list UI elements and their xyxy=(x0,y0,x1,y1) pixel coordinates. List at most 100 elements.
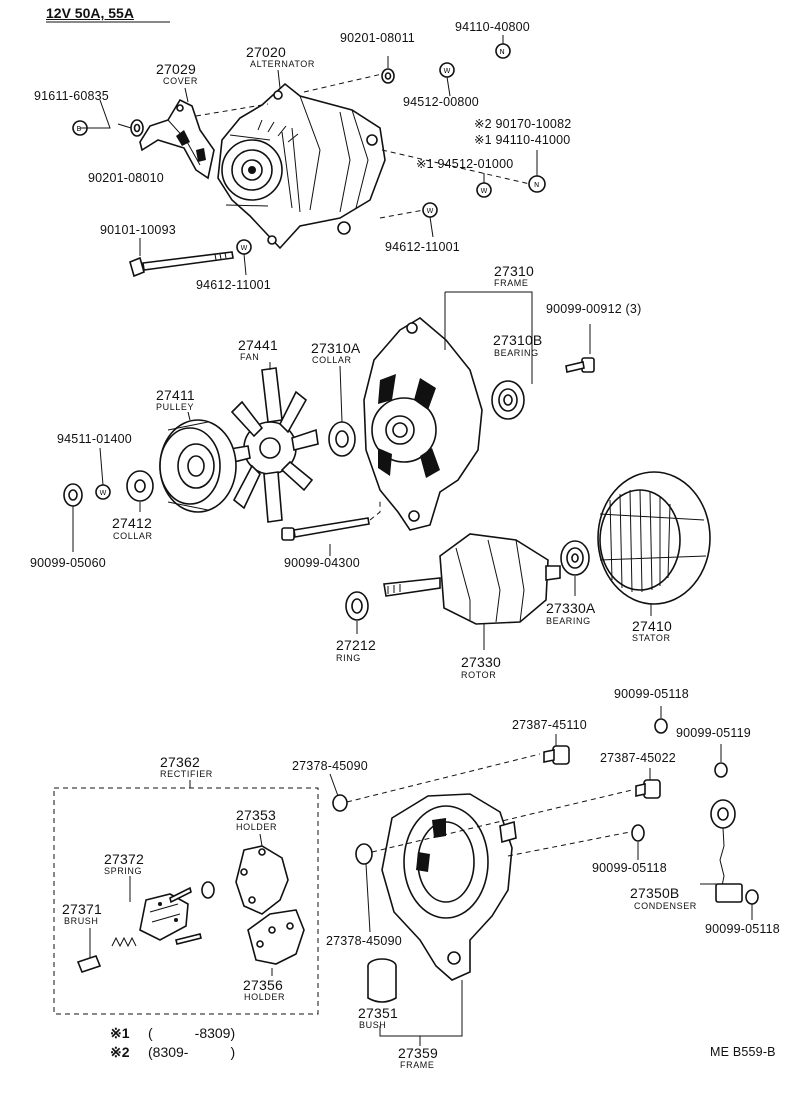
note-1-text: ( -8309) xyxy=(148,1025,236,1041)
part-number-27353: 27353 xyxy=(236,807,276,823)
bolt-symbol: B xyxy=(77,125,82,133)
part-number-90201-08010: 90201-08010 xyxy=(88,171,164,185)
part-number-94110-41000: ※1 94110-41000 xyxy=(474,133,571,147)
holder-27353-part xyxy=(235,845,289,915)
washer-symbol-b: W xyxy=(481,187,488,195)
brush-part xyxy=(76,955,102,973)
part-name-cover: COVER xyxy=(163,76,199,86)
part-number-90099-04300: 90099-04300 xyxy=(284,556,360,570)
part-number-90099-05118-top: 90099-05118 xyxy=(614,687,689,701)
part-number-27410: 27410 xyxy=(632,618,672,634)
part-name-alternator: ALTERNATOR xyxy=(250,59,316,69)
part-name-stator: STATOR xyxy=(632,633,671,643)
part-number-27020: 27020 xyxy=(246,44,286,60)
part-number-27378-45090-upper: 27378-45090 xyxy=(292,759,368,773)
part-number-90099-05118-mid: 90099-05118 xyxy=(592,861,667,875)
part-number-94612-11001-left: 94612-11001 xyxy=(196,278,271,292)
part-number-27362: 27362 xyxy=(160,754,200,770)
part-name-rectifier: RECTIFIER xyxy=(160,769,213,779)
part-name-rotor: ROTOR xyxy=(461,670,497,680)
part-number-27387-45110: 27387-45110 xyxy=(512,718,587,732)
rotor-part xyxy=(383,533,561,625)
part-number-27411: 27411 xyxy=(156,387,195,403)
nut-90099-05119-icon xyxy=(714,762,728,778)
part-name-holder-27356: HOLDER xyxy=(244,992,286,1002)
fan-part xyxy=(223,367,319,523)
part-name-collar-27412: COLLAR xyxy=(113,531,153,541)
part-number-94110-40800: 94110-40800 xyxy=(455,20,530,34)
part-name-bearing-27310b: BEARING xyxy=(494,348,539,358)
stator-part xyxy=(597,471,711,605)
frame-27310-part xyxy=(363,317,483,531)
brush-holder-part xyxy=(139,886,202,945)
alternator-assembly xyxy=(217,82,386,250)
rectifier-group-box xyxy=(53,787,319,1015)
note-1-mark: ※1 xyxy=(110,1025,130,1041)
part-number-27378-45090-lower: 27378-45090 xyxy=(326,934,402,948)
part-number-27310: 27310 xyxy=(494,263,534,279)
pulley-part xyxy=(159,419,237,513)
part-name-frame-27359: FRAME xyxy=(400,1060,435,1070)
part-number-90099-05118-bottom: 90099-05118 xyxy=(705,922,780,936)
part-number-27372: 27372 xyxy=(104,851,144,867)
bush-27351-part xyxy=(367,958,397,1003)
note-2-mark: ※2 xyxy=(110,1044,130,1060)
washer-symbol-c: W xyxy=(427,207,434,215)
part-name-ring: RING xyxy=(336,653,361,663)
insulator-27378-upper-part xyxy=(332,794,348,812)
part-number-27356: 27356 xyxy=(243,977,283,993)
part-number-90201-08011: 90201-08011 xyxy=(340,31,415,45)
part-number-27359: 27359 xyxy=(398,1045,438,1061)
nut-symbol-b: N xyxy=(534,181,539,189)
part-name-frame-27310: FRAME xyxy=(494,278,529,288)
holder-27356-part xyxy=(247,909,305,965)
part-number-90099-05060: 90099-05060 xyxy=(30,556,106,570)
part-name-bearing-27330a: BEARING xyxy=(546,616,591,626)
part-number-27412: 27412 xyxy=(112,515,152,531)
page-title: 12V 50A, 55A xyxy=(46,5,134,21)
part-number-94512-01000: ※1 94512-01000 xyxy=(416,157,514,171)
part-number-94511-01400: 94511-01400 xyxy=(57,432,132,446)
screw-90099-00912-part xyxy=(565,357,595,373)
part-name-brush: BRUSH xyxy=(64,916,99,926)
part-number-27351: 27351 xyxy=(358,1005,398,1021)
condenser-part xyxy=(710,799,743,903)
washer-symbol-e: W xyxy=(100,489,107,497)
drawing-code: ME B559-B xyxy=(710,1045,776,1059)
part-number-27330: 27330 xyxy=(461,654,501,670)
part-number-27212: 27212 xyxy=(336,637,376,653)
part-number-27310b: 27310B xyxy=(493,332,543,348)
part-number-27310a: 27310A xyxy=(311,340,361,356)
nut-90099-05118-top-icon xyxy=(654,718,668,734)
part-name-condenser: CONDENSER xyxy=(634,901,697,911)
part-name-fan: FAN xyxy=(240,352,260,362)
frame-27359-part xyxy=(381,793,517,981)
part-number-27350b: 27350B xyxy=(630,885,680,901)
terminal-27387-45022-part xyxy=(635,779,661,799)
nut-holder-icon xyxy=(201,881,215,899)
terminal-27387-45110-part xyxy=(543,745,570,765)
part-number-27371: 27371 xyxy=(62,901,102,917)
nut-90099-05118-mid-icon xyxy=(631,824,645,842)
part-name-bush: BUSH xyxy=(359,1020,387,1030)
long-bolt-part xyxy=(129,251,234,278)
washer-symbol-d: W xyxy=(241,244,248,252)
part-number-90101-10093: 90101-10093 xyxy=(100,223,176,237)
part-number-27441: 27441 xyxy=(238,337,278,353)
part-number-27330a: 27330A xyxy=(546,600,596,616)
part-number-94512-00800: 94512-00800 xyxy=(403,95,479,109)
washer-symbol-a: W xyxy=(444,67,451,75)
part-number-90170-10082: ※2 90170-10082 xyxy=(474,117,572,131)
nut-symbol-a: N xyxy=(500,48,505,56)
part-number-27029: 27029 xyxy=(156,61,196,77)
spring-part xyxy=(111,936,137,948)
bolt-90099-04300-part xyxy=(281,517,370,541)
part-number-27387-45022: 27387-45022 xyxy=(600,751,676,765)
insulator-27378-lower-part xyxy=(355,843,373,865)
part-number-90099-00912: 90099-00912 (3) xyxy=(546,302,642,316)
part-name-collar-27310a: COLLAR xyxy=(312,355,352,365)
part-name-holder-27353: HOLDER xyxy=(236,822,278,832)
nut-90099-05118-bottom-icon xyxy=(745,889,759,905)
